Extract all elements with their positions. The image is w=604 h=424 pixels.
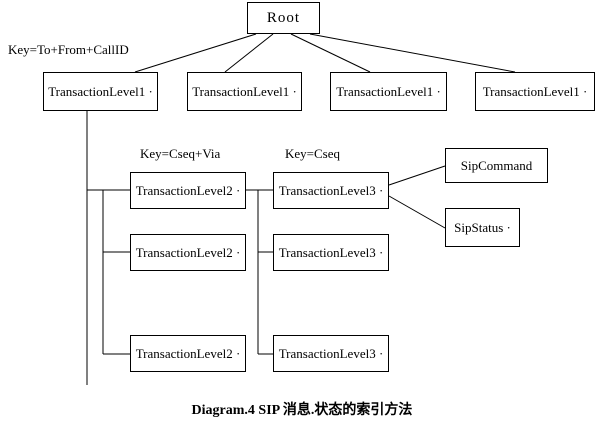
connector-root-to-level1-2 [224, 33, 274, 73]
node-transactionlevel2-1: TransactionLevel2 · [130, 172, 246, 209]
connector-level3-to-sipstatus [388, 195, 446, 229]
connector-root-to-level1-1 [134, 33, 257, 73]
node-root-label: Root [266, 9, 301, 26]
node-label: TransactionLevel2 · [135, 182, 241, 198]
key-label-level2: Key=Cseq+Via [140, 146, 221, 161]
connector-level3-to-sipcommand [388, 165, 446, 186]
node-label: SipCommand [460, 157, 533, 173]
node-sipstatus: SipStatus · [445, 208, 520, 247]
node-transactionlevel1-1: TransactionLevel1 · [43, 72, 158, 111]
node-transactionlevel3-2: TransactionLevel3 · [273, 234, 389, 271]
connector-root-to-level1-3 [290, 33, 371, 73]
node-label: TransactionLevel2 · [135, 244, 241, 260]
key-label-level1: Key=To+From+CallID [8, 42, 129, 57]
node-transactionlevel3-1: TransactionLevel3 · [273, 172, 389, 209]
node-root: Root [247, 2, 320, 34]
node-label: TransactionLevel1 · [48, 83, 153, 99]
node-transactionlevel1-3: TransactionLevel1 · [330, 72, 447, 111]
node-transactionlevel2-2: TransactionLevel2 · [130, 234, 246, 271]
node-transactionlevel1-4: TransactionLevel1 · [475, 72, 595, 111]
connector-root-to-level1-4 [309, 33, 516, 73]
node-label: TransactionLevel3 · [278, 244, 384, 260]
node-transactionlevel1-2: TransactionLevel1 · [187, 72, 302, 111]
node-label: TransactionLevel2 · [135, 345, 241, 361]
node-label: TransactionLevel3 · [278, 182, 384, 198]
node-label: TransactionLevel3 · [278, 345, 384, 361]
key-label-level3: Key=Cseq [285, 146, 340, 161]
node-transactionlevel2-3: TransactionLevel2 · [130, 335, 246, 372]
diagram-caption: Diagram.4 SIP 消息.状态的索引方法 [191, 403, 413, 418]
node-label: TransactionLevel1 · [192, 83, 297, 99]
node-transactionlevel3-3: TransactionLevel3 · [273, 335, 389, 372]
node-label: SipStatus · [454, 219, 511, 235]
node-sipcommand: SipCommand [445, 148, 548, 183]
node-label: TransactionLevel1 · [336, 83, 441, 99]
node-label: TransactionLevel1 · [482, 83, 588, 99]
